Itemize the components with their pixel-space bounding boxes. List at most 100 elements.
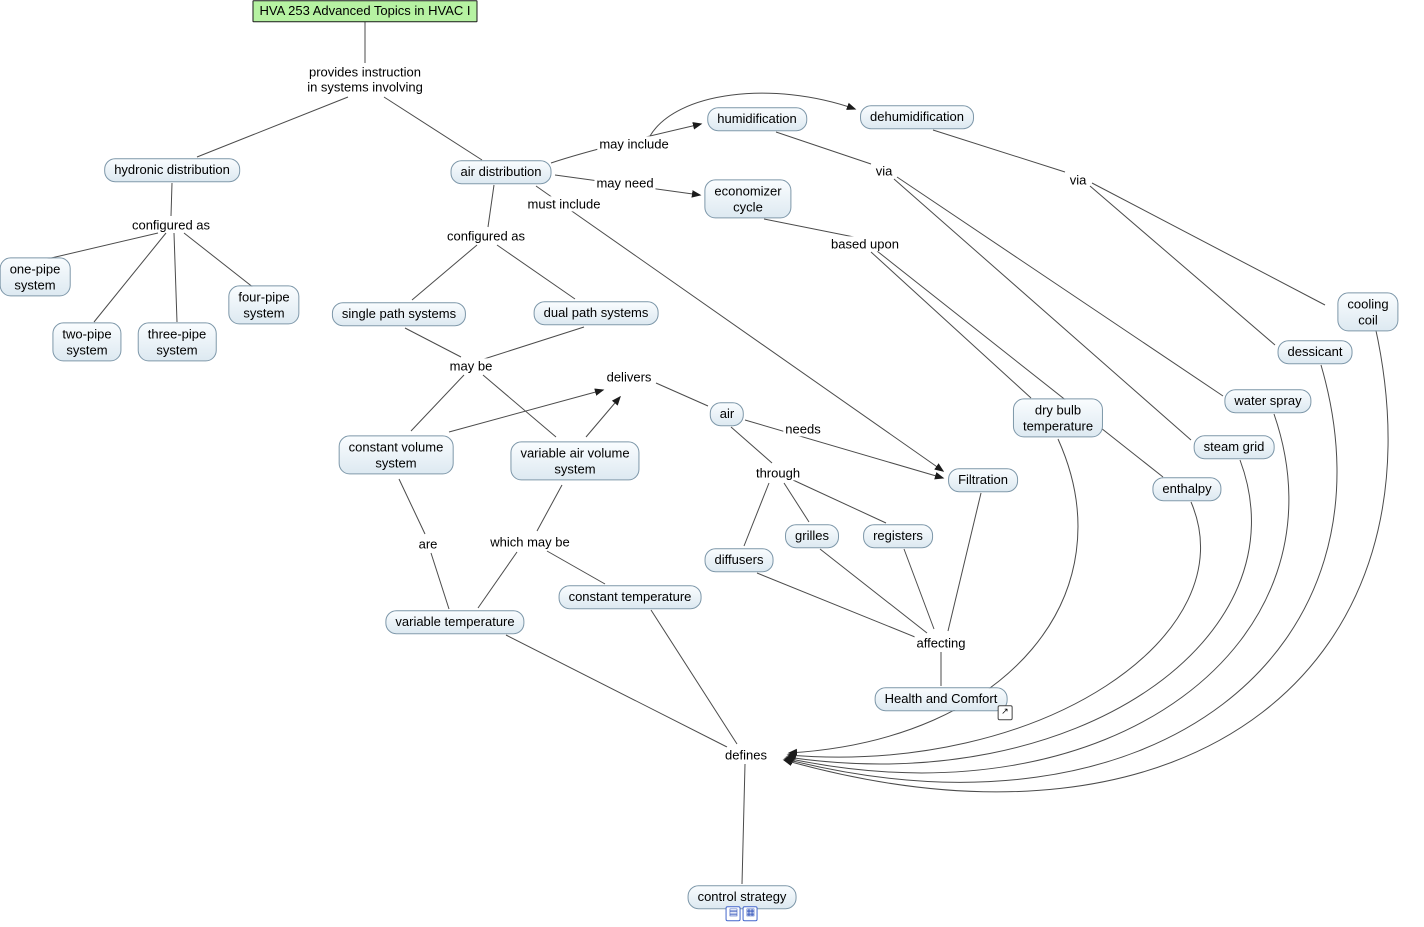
node-label: constant temperature (568, 589, 692, 605)
edge-configured-to-dual-path (496, 244, 576, 300)
node-label: variable temperature (395, 614, 515, 630)
node-dessicant[interactable]: dessicant (1277, 340, 1353, 364)
node-hydronic-distribution[interactable]: hydronic distribution (104, 158, 240, 182)
edge-economizer-to-based-upon (763, 218, 855, 238)
edge-vav-to-which-may-be (536, 484, 563, 532)
node-label: Filtration (958, 472, 1008, 488)
node-single-path-systems[interactable]: single path systems (331, 302, 467, 326)
link-label-via-dehumidification[interactable]: via (1067, 172, 1089, 188)
node-label: three-pipe system (147, 326, 207, 357)
link-label-based-upon[interactable]: based upon (829, 236, 901, 252)
edge-configured-to-two-pipe (93, 232, 167, 323)
node-label: water spray (1234, 393, 1302, 409)
node-steam-grid[interactable]: steam grid (1193, 435, 1275, 459)
edge-cooling-coil-to-defines (782, 325, 1389, 793)
node-label: variable air volume system (520, 445, 630, 476)
edge-based-upon-to-enthalpy (876, 250, 1164, 478)
node-label: dehumidification (870, 109, 964, 125)
node-two-pipe-system[interactable]: two-pipe system (52, 322, 122, 362)
edge-configured-to-four-pipe (183, 232, 255, 289)
edge-may-include-to-dehumidification (649, 92, 857, 137)
node-dry-bulb-temperature[interactable]: dry bulb temperature (1012, 398, 1104, 438)
node-one-pipe-system[interactable]: one-pipe system (0, 257, 71, 297)
node-label: enthalpy (1162, 481, 1212, 497)
edge-dessicant-to-defines (783, 364, 1338, 783)
link-label-may-be[interactable]: may be (447, 358, 495, 374)
node-grilles[interactable]: grilles (785, 524, 839, 548)
node-variable-air-volume-system[interactable]: variable air volume system (510, 441, 640, 481)
link-label-may-include[interactable]: may include (597, 136, 671, 152)
link-label-are[interactable]: are (416, 536, 440, 552)
edge-diffusers-to-affecting (756, 572, 916, 638)
link-label-defines[interactable]: defines (723, 747, 769, 763)
link-label-through[interactable]: through (753, 465, 803, 481)
node-label: air distribution (460, 164, 542, 180)
node-label: control strategy (697, 889, 787, 905)
edge-dehumidification-to-via (932, 129, 1066, 173)
edge-provides-to-air (383, 96, 483, 161)
edge-through-to-diffusers (743, 482, 770, 547)
edge-steam-grid-to-defines (785, 459, 1252, 765)
node-label: registers (873, 528, 923, 544)
edge-variable-temp-to-defines (505, 634, 728, 748)
node-health-and-comfort[interactable]: Health and Comfort↗ (874, 687, 1013, 720)
cmap-attachment-icon[interactable]: ▦ (743, 905, 758, 921)
node-label: hydronic distribution (114, 162, 230, 178)
edge-air-to-configured (487, 184, 495, 228)
resource-link-icon[interactable]: ↗ (997, 704, 1013, 720)
node-label: diffusers (714, 552, 764, 568)
node-label: Health and Comfort (884, 691, 998, 707)
edge-single-path-to-may-be (404, 327, 462, 358)
node-label: dessicant (1287, 344, 1343, 360)
edge-air-to-filtration-must-include (535, 185, 945, 472)
node-enthalpy[interactable]: enthalpy (1152, 477, 1222, 501)
edge-which-may-be-to-constant-temp (546, 550, 606, 585)
link-label-delivers[interactable]: delivers (604, 369, 654, 385)
link-label-which-may-be[interactable]: which may be (488, 534, 572, 550)
link-label-configured-as-air[interactable]: configured as (444, 228, 528, 244)
node-label: dual path systems (543, 305, 649, 321)
document-attachment-icon[interactable]: ▤ (726, 905, 741, 921)
node-label: HVA 253 Advanced Topics in HVAC I (259, 3, 471, 19)
node-dual-path-systems[interactable]: dual path systems (533, 301, 659, 325)
link-label-configured-as-hydronic[interactable]: configured as (129, 217, 213, 233)
link-label-via-humidification[interactable]: via (873, 163, 895, 179)
node-air-distribution[interactable]: air distribution (450, 160, 552, 184)
node-control-strategy[interactable]: control strategy▤▦ (687, 885, 797, 921)
link-label-needs[interactable]: needs (783, 421, 823, 437)
link-label-may-need[interactable]: may need (594, 175, 656, 191)
node-dehumidification[interactable]: dehumidification (860, 105, 974, 129)
node-economizer-cycle[interactable]: economizer cycle (704, 179, 792, 219)
link-label-must-include[interactable]: must include (525, 196, 603, 212)
link-label-affecting[interactable]: affecting (914, 635, 968, 651)
edge-registers-to-affecting (903, 548, 935, 630)
edge-filtration-to-affecting (947, 492, 982, 632)
edge-which-may-be-to-variable-temp (477, 551, 518, 609)
node-three-pipe-system[interactable]: three-pipe system (137, 322, 217, 362)
edge-grilles-to-affecting (819, 548, 928, 634)
node-humidification[interactable]: humidification (707, 107, 807, 131)
node-four-pipe-system[interactable]: four-pipe system (228, 285, 300, 325)
node-registers[interactable]: registers (863, 524, 933, 548)
edge-via-to-water-spray (896, 176, 1224, 397)
edge-humidification-to-via (775, 131, 872, 165)
edge-water-spray-to-defines (784, 413, 1290, 774)
node-label: humidification (717, 111, 797, 127)
node-variable-temperature[interactable]: variable temperature (385, 610, 525, 634)
link-label-provides-instruction[interactable]: provides instruction in systems involvin… (305, 64, 425, 96)
node-filtration[interactable]: Filtration (948, 468, 1018, 492)
node-cooling-coil[interactable]: cooling coil (1337, 292, 1399, 332)
node-water-spray[interactable]: water spray (1224, 389, 1312, 413)
node-label: steam grid (1203, 439, 1265, 455)
node-air[interactable]: air (709, 402, 745, 426)
node-diffusers[interactable]: diffusers (704, 548, 774, 572)
edge-constant-volume-to-delivers (448, 388, 605, 433)
edge-configured-to-single-path (411, 244, 478, 301)
node-course-title[interactable]: HVA 253 Advanced Topics in HVAC I (252, 0, 478, 22)
node-constant-temperature[interactable]: constant temperature (558, 585, 702, 609)
edge-via-to-cooling-coil (1091, 182, 1326, 306)
edge-dual-path-to-may-be (483, 326, 585, 360)
node-constant-volume-system[interactable]: constant volume system (338, 435, 454, 475)
